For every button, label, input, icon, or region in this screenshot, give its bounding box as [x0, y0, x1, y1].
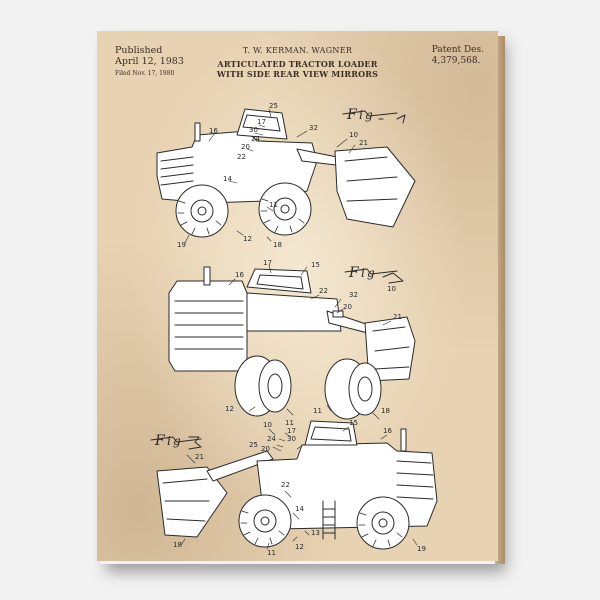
svg-text:32: 32 — [309, 124, 318, 132]
svg-text:15: 15 — [349, 419, 358, 427]
patent-number-block: Patent Des. 4,379,568. — [432, 45, 484, 67]
svg-text:22: 22 — [281, 481, 290, 489]
svg-text:22: 22 — [319, 287, 328, 295]
svg-text:25: 25 — [269, 102, 278, 110]
svg-text:18: 18 — [273, 241, 282, 249]
svg-text:i: i — [359, 108, 363, 122]
svg-text:30: 30 — [249, 126, 258, 134]
title-block: T. W. KERMAN. WAGNER ARTICULATED TRACTOR… — [97, 45, 498, 79]
svg-text:22: 22 — [237, 153, 246, 161]
svg-text:14: 14 — [295, 505, 304, 513]
svg-text:24: 24 — [251, 135, 260, 143]
svg-text:30: 30 — [287, 435, 296, 443]
filed-date: Filed Nov. 17, 1980 — [115, 70, 175, 77]
patent-title-line1: ARTICULATED TRACTOR LOADER — [217, 59, 378, 69]
svg-text:13: 13 — [311, 529, 320, 537]
svg-text:24: 24 — [267, 435, 276, 443]
svg-text:11: 11 — [313, 407, 322, 415]
svg-text:12: 12 — [243, 235, 252, 243]
svg-text:10: 10 — [349, 131, 358, 139]
figure-2-loader-drawing: F i g — [168, 265, 416, 420]
svg-text:17: 17 — [257, 118, 266, 126]
svg-text:F: F — [348, 265, 360, 281]
svg-text:20: 20 — [241, 143, 250, 151]
published-label: Published — [115, 45, 163, 56]
svg-text:F: F — [154, 433, 166, 449]
svg-text:17: 17 — [287, 427, 296, 435]
svg-text:10: 10 — [263, 421, 272, 429]
figure-3-callouts: 10 17 30 24 25 20 15 16 21 22 14 13 12 1… — [173, 419, 426, 557]
patent-canvas-print: Published April 12, 1983 Filed Nov. 17, … — [97, 31, 498, 561]
svg-text:g: g — [173, 434, 181, 448]
figure-1-callouts: 25 17 30 24 20 22 16 32 10 21 14 11 12 1… — [177, 102, 368, 249]
svg-text:19: 19 — [417, 545, 426, 553]
canvas-side-edge — [495, 36, 505, 564]
svg-text:11: 11 — [285, 419, 294, 427]
svg-text:F: F — [346, 107, 358, 123]
patent-label: Patent Des. — [431, 45, 484, 55]
figure-1-loader-drawing: F i g — [156, 107, 416, 238]
svg-text:i: i — [361, 266, 365, 280]
svg-text:32: 32 — [349, 291, 358, 299]
svg-text:11: 11 — [267, 549, 276, 557]
svg-text:16: 16 — [383, 427, 392, 435]
svg-text:17: 17 — [263, 259, 272, 267]
inventor-names: T. W. KERMAN. WAGNER — [242, 46, 353, 55]
svg-text:21: 21 — [359, 139, 368, 147]
figure-2-callouts: 17 15 16 22 32 10 20 21 12 11 11 18 — [225, 259, 402, 427]
svg-text:10: 10 — [387, 285, 396, 293]
svg-text:19: 19 — [177, 241, 186, 249]
svg-text:11: 11 — [269, 201, 278, 209]
svg-text:20: 20 — [261, 445, 270, 453]
figure-3-loader-drawing: F i g — [150, 420, 438, 550]
svg-text:i: i — [167, 434, 171, 448]
patent-title-line2: WITH SIDE REAR VIEW MIRRORS — [216, 69, 379, 79]
patent-number: 4,379,568. — [431, 56, 481, 66]
svg-text:15: 15 — [311, 261, 320, 269]
svg-text:21: 21 — [393, 313, 402, 321]
svg-text:18: 18 — [381, 407, 390, 415]
published-block: Published April 12, 1983 Filed Nov. 17, … — [115, 45, 184, 79]
svg-text:18: 18 — [173, 541, 182, 549]
published-date: April 12, 1983 — [115, 56, 184, 67]
svg-text:20: 20 — [343, 303, 352, 311]
svg-text:12: 12 — [225, 405, 234, 413]
patent-drawings: F i g — [150, 102, 438, 557]
svg-text:21: 21 — [195, 453, 204, 461]
svg-text:25: 25 — [249, 441, 258, 449]
svg-text:g: g — [365, 108, 373, 122]
svg-text:14: 14 — [223, 175, 232, 183]
svg-text:16: 16 — [209, 127, 218, 135]
svg-text:12: 12 — [295, 543, 304, 551]
svg-text:16: 16 — [235, 271, 244, 279]
svg-text:g: g — [367, 266, 375, 280]
